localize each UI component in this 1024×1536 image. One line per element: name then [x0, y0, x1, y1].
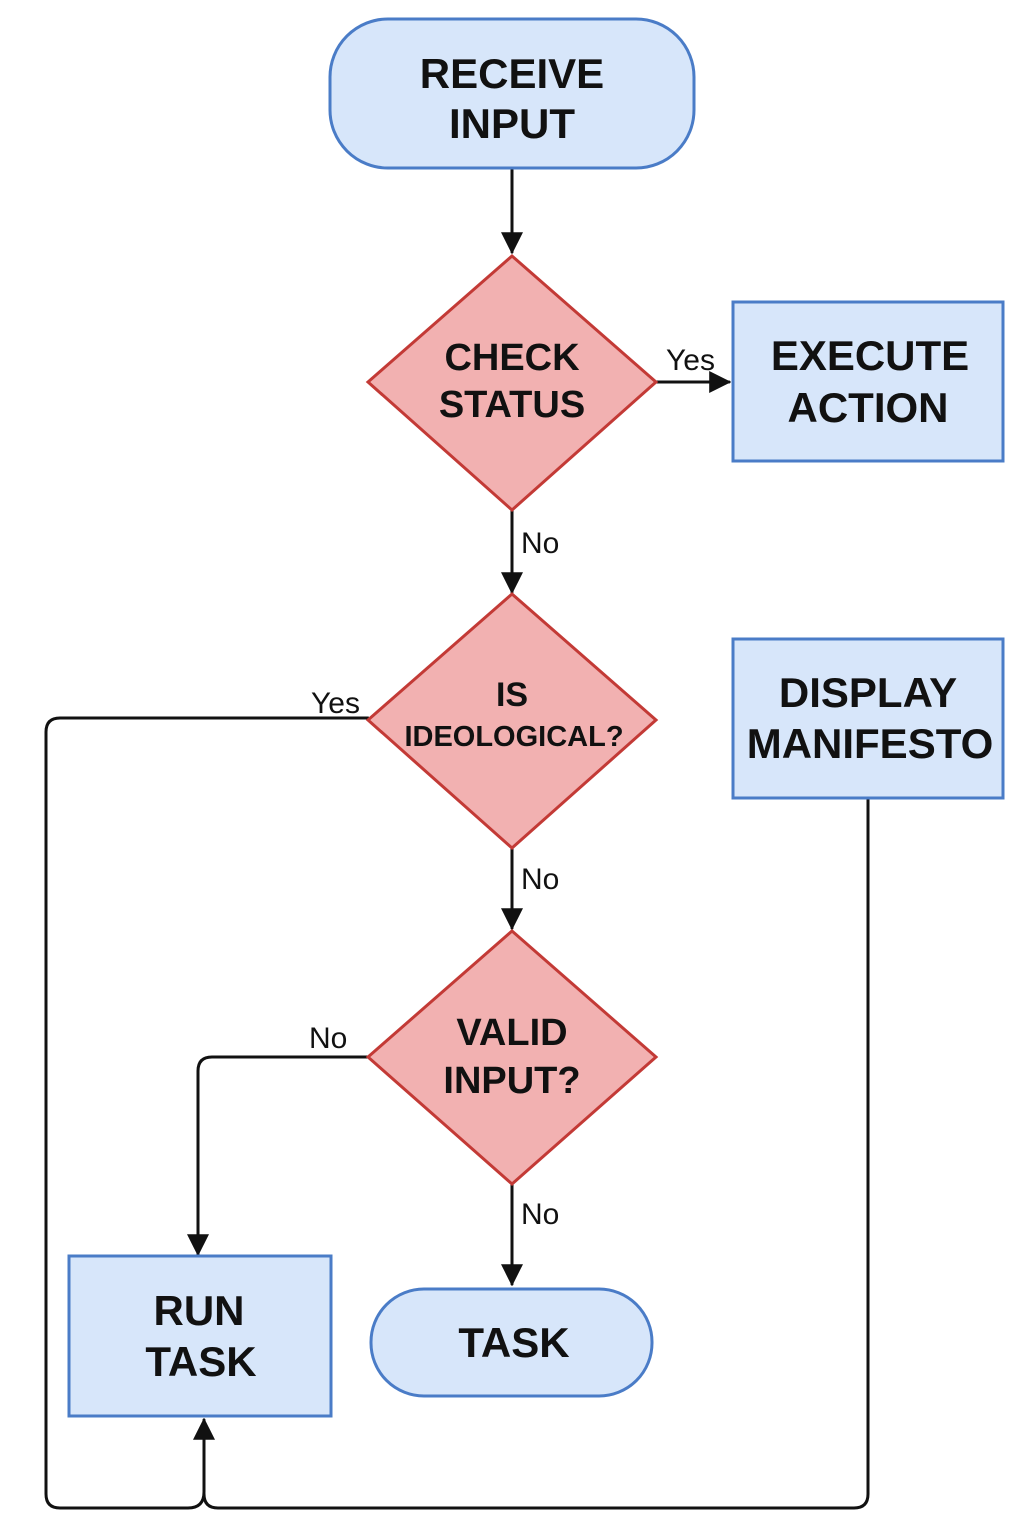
edge-valid-to-run-task	[187, 1055, 370, 1257]
valid-input-node: VALID INPUT?	[365, 929, 659, 1187]
receive-input-line1: RECEIVE	[420, 50, 604, 97]
is-ideological-node: IS IDEOLOGICAL?	[365, 592, 659, 851]
run-task-node: RUN TASK	[67, 1254, 333, 1418]
is-ideological-line2: IDEOLOGICAL?	[404, 721, 623, 753]
check-status-line1: CHECK	[444, 337, 580, 379]
receive-input-node: RECEIVE INPUT	[328, 17, 696, 170]
run-task-line1: RUN	[154, 1287, 245, 1334]
execute-action-line2: ACTION	[788, 384, 949, 431]
task-label: TASK	[458, 1319, 569, 1366]
check-status-line2: STATUS	[439, 384, 585, 426]
run-task-line2: TASK	[145, 1338, 256, 1385]
edge-ideological-yes-loop	[44, 716, 370, 1510]
is-ideological-yes-label: Yes	[311, 687, 360, 720]
execute-action-line1: EXECUTE	[771, 332, 969, 379]
check-status-yes-label: Yes	[666, 344, 715, 377]
valid-input-no-down-label: No	[521, 1198, 559, 1231]
receive-input-line2: INPUT	[449, 100, 575, 147]
display-manifesto-line2: MANIFESTO	[747, 720, 994, 767]
edge-manifesto-loop	[202, 796, 870, 1510]
check-status-no-label: No	[521, 527, 559, 560]
display-manifesto-line1: DISPLAY	[779, 669, 957, 716]
execute-action-node: EXECUTE ACTION	[731, 300, 1005, 463]
is-ideological-no-label: No	[521, 863, 559, 896]
valid-input-no-left-label: No	[309, 1022, 347, 1055]
check-status-node: CHECK STATUS	[365, 254, 659, 513]
is-ideological-line1: IS	[496, 676, 528, 714]
display-manifesto-node: DISPLAY MANIFESTO	[731, 637, 1005, 800]
valid-input-line1: VALID	[456, 1012, 567, 1054]
valid-input-line2: INPUT?	[443, 1060, 580, 1102]
task-node: TASK	[369, 1287, 654, 1398]
